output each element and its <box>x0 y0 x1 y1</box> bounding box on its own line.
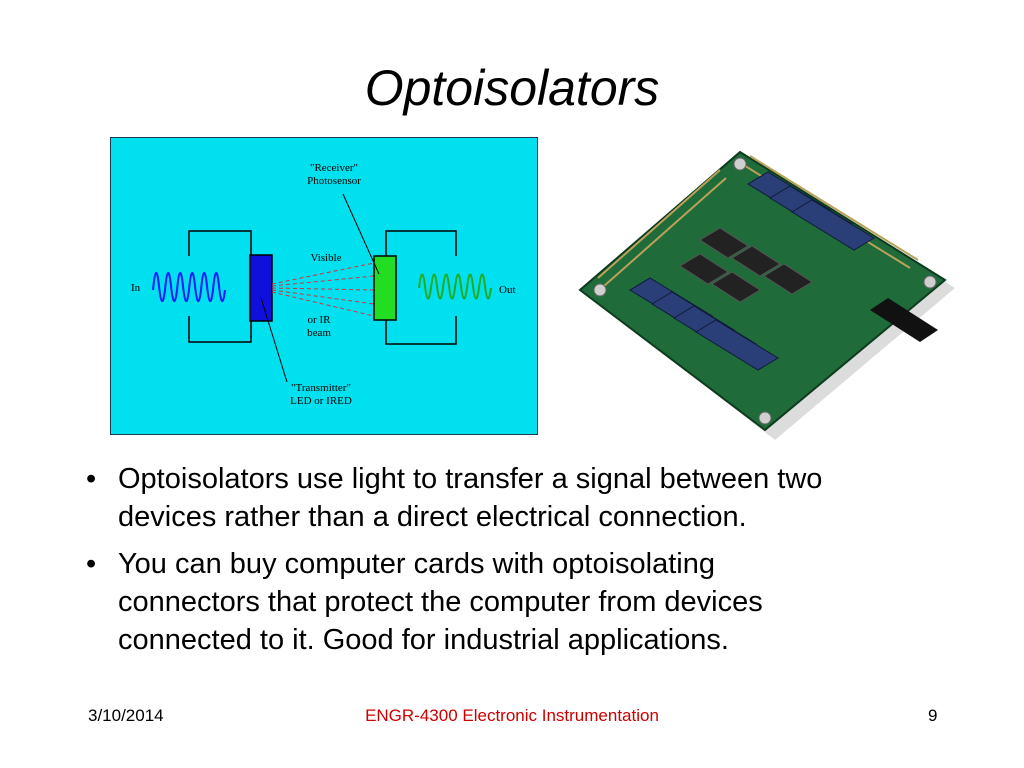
receiver-pointer-line <box>342 193 380 275</box>
receiver-label: "Receiver" Photosensor <box>307 162 361 187</box>
bullet-marker: • <box>86 463 97 495</box>
page-title: Optoisolators <box>364 60 660 116</box>
bullet-list: • Optoisolators use light to transfer a … <box>78 460 978 668</box>
bullet-text-line: connected to it. Good for industrial app… <box>118 624 729 656</box>
footer-date: 3/10/2014 <box>88 706 164 725</box>
pc104-card-image <box>578 150 955 440</box>
receiver-photosensor <box>373 255 397 321</box>
bullet-text-line: devices rather than a direct electrical … <box>118 501 747 533</box>
bullet-item: • You can buy computer cards with optois… <box>78 545 978 659</box>
output-signal-wave <box>418 273 492 300</box>
output-circuit-wire <box>385 230 457 345</box>
footer-course: ENGR-4300 Electronic Instrumentation <box>365 706 659 725</box>
transmitter-label: "Transmitter" LED or IRED <box>290 382 352 407</box>
visible-label: Visible <box>310 252 342 264</box>
bullet-item: • Optoisolators use light to transfer a … <box>78 460 978 536</box>
optoisolator-card-photo <box>570 140 970 460</box>
page-number: 9 <box>928 706 938 725</box>
diagram-drawing <box>152 193 492 383</box>
bullet-text-line: connectors that protect the computer fro… <box>118 586 763 618</box>
light-beam <box>271 262 375 317</box>
input-signal-wave <box>152 272 226 302</box>
in-label: In <box>131 282 141 294</box>
transmitter-led <box>249 254 273 322</box>
optoisolator-diagram: "Receiver" Photosensor Visible In Out or… <box>110 137 538 435</box>
bullet-marker: • <box>86 548 97 580</box>
bullet-text-line: Optoisolators use light to transfer a si… <box>118 463 823 495</box>
transmitter-pointer-line <box>260 297 288 383</box>
input-circuit-wire <box>188 230 252 343</box>
ir-beam-label: or IR beam <box>307 314 331 339</box>
bullet-text-line: You can buy computer cards with optoisol… <box>118 548 716 580</box>
out-label: Out <box>499 284 516 296</box>
